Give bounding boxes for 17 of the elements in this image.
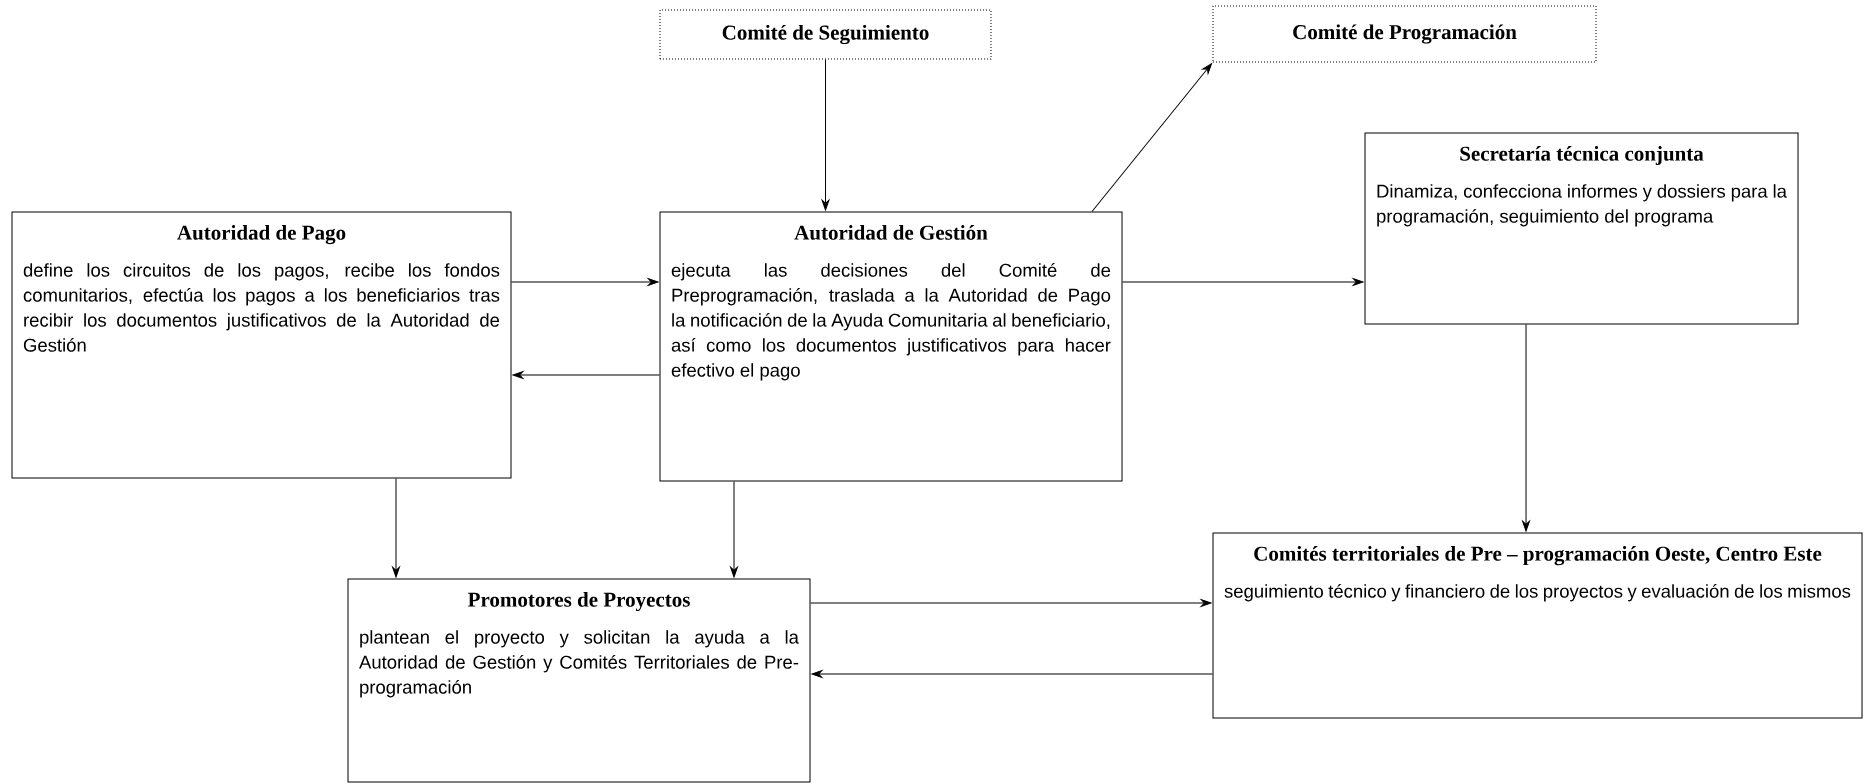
process-box: Autoridad de Pago define los circuitos de los pagos, recibe los fondos comunitarios, efectúa los pagos a los beneficiarios tras recibir los documentos justificativos de la Autoridad de Gestión bbox=[11, 211, 512, 479]
arrow bbox=[1522, 324, 1530, 532]
process-box: Promotores de Proyectos plantean el proyecto y solicitan la ayuda a la Autoridad de Gestión y Comités Territoriales de Pre-programación bbox=[347, 578, 811, 783]
arrow bbox=[1122, 278, 1364, 286]
arrow bbox=[512, 371, 660, 379]
arrow bbox=[392, 478, 400, 578]
process-box: Comités territoriales de Pre – programación Oeste, Centro Este seguimiento técnico y financiero de los proyectos y evaluación de los mismos bbox=[1212, 532, 1863, 719]
arrow bbox=[1091, 63, 1213, 212]
arrow bbox=[511, 278, 659, 286]
arrow bbox=[821, 59, 830, 211]
committee-box: Comité de Programación bbox=[1212, 5, 1597, 63]
process-box: Autoridad de Gestión ejecuta las decisiones del Comité de Preprogramación, traslada a la Autoridad de Pago la notificación de la Ayuda Comunitaria al beneficiario, así como los documentos justificativos para hacer efectivo el pago bbox=[659, 211, 1123, 482]
committee-box: Comité de Seguimiento bbox=[659, 9, 992, 60]
arrow bbox=[811, 670, 1213, 678]
arrow bbox=[810, 599, 1212, 607]
process-box: Secretaría técnica conjunta Dinamiza, confecciona informes y dossiers para la programación, seguimiento del programa bbox=[1364, 132, 1799, 325]
arrow bbox=[730, 481, 738, 578]
